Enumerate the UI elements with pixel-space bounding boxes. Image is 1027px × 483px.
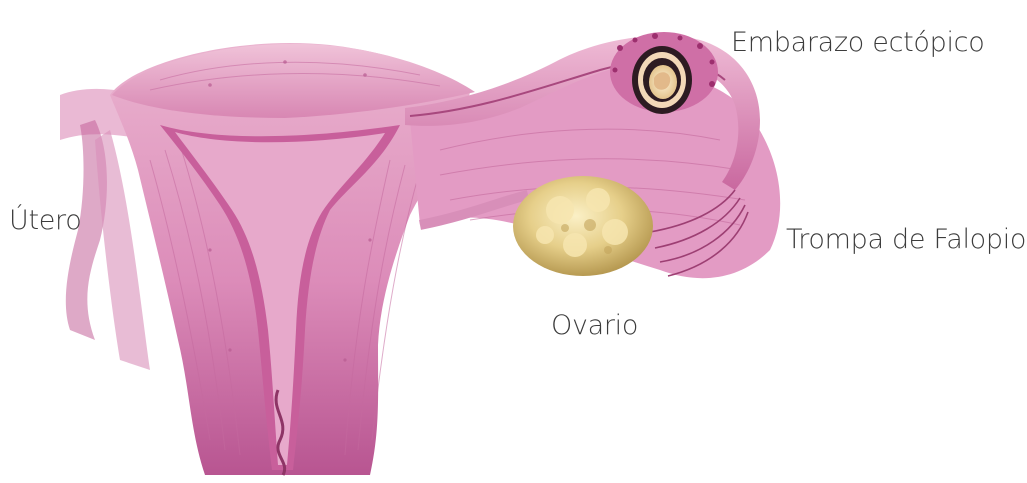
uterus-label: Útero — [9, 207, 82, 234]
ovary-label: Ovario — [551, 312, 638, 339]
ectopic-pregnancy-label: Embarazo ectópico — [731, 29, 984, 56]
fallopian-tube-label: Trompa de Falopio — [786, 226, 1026, 253]
